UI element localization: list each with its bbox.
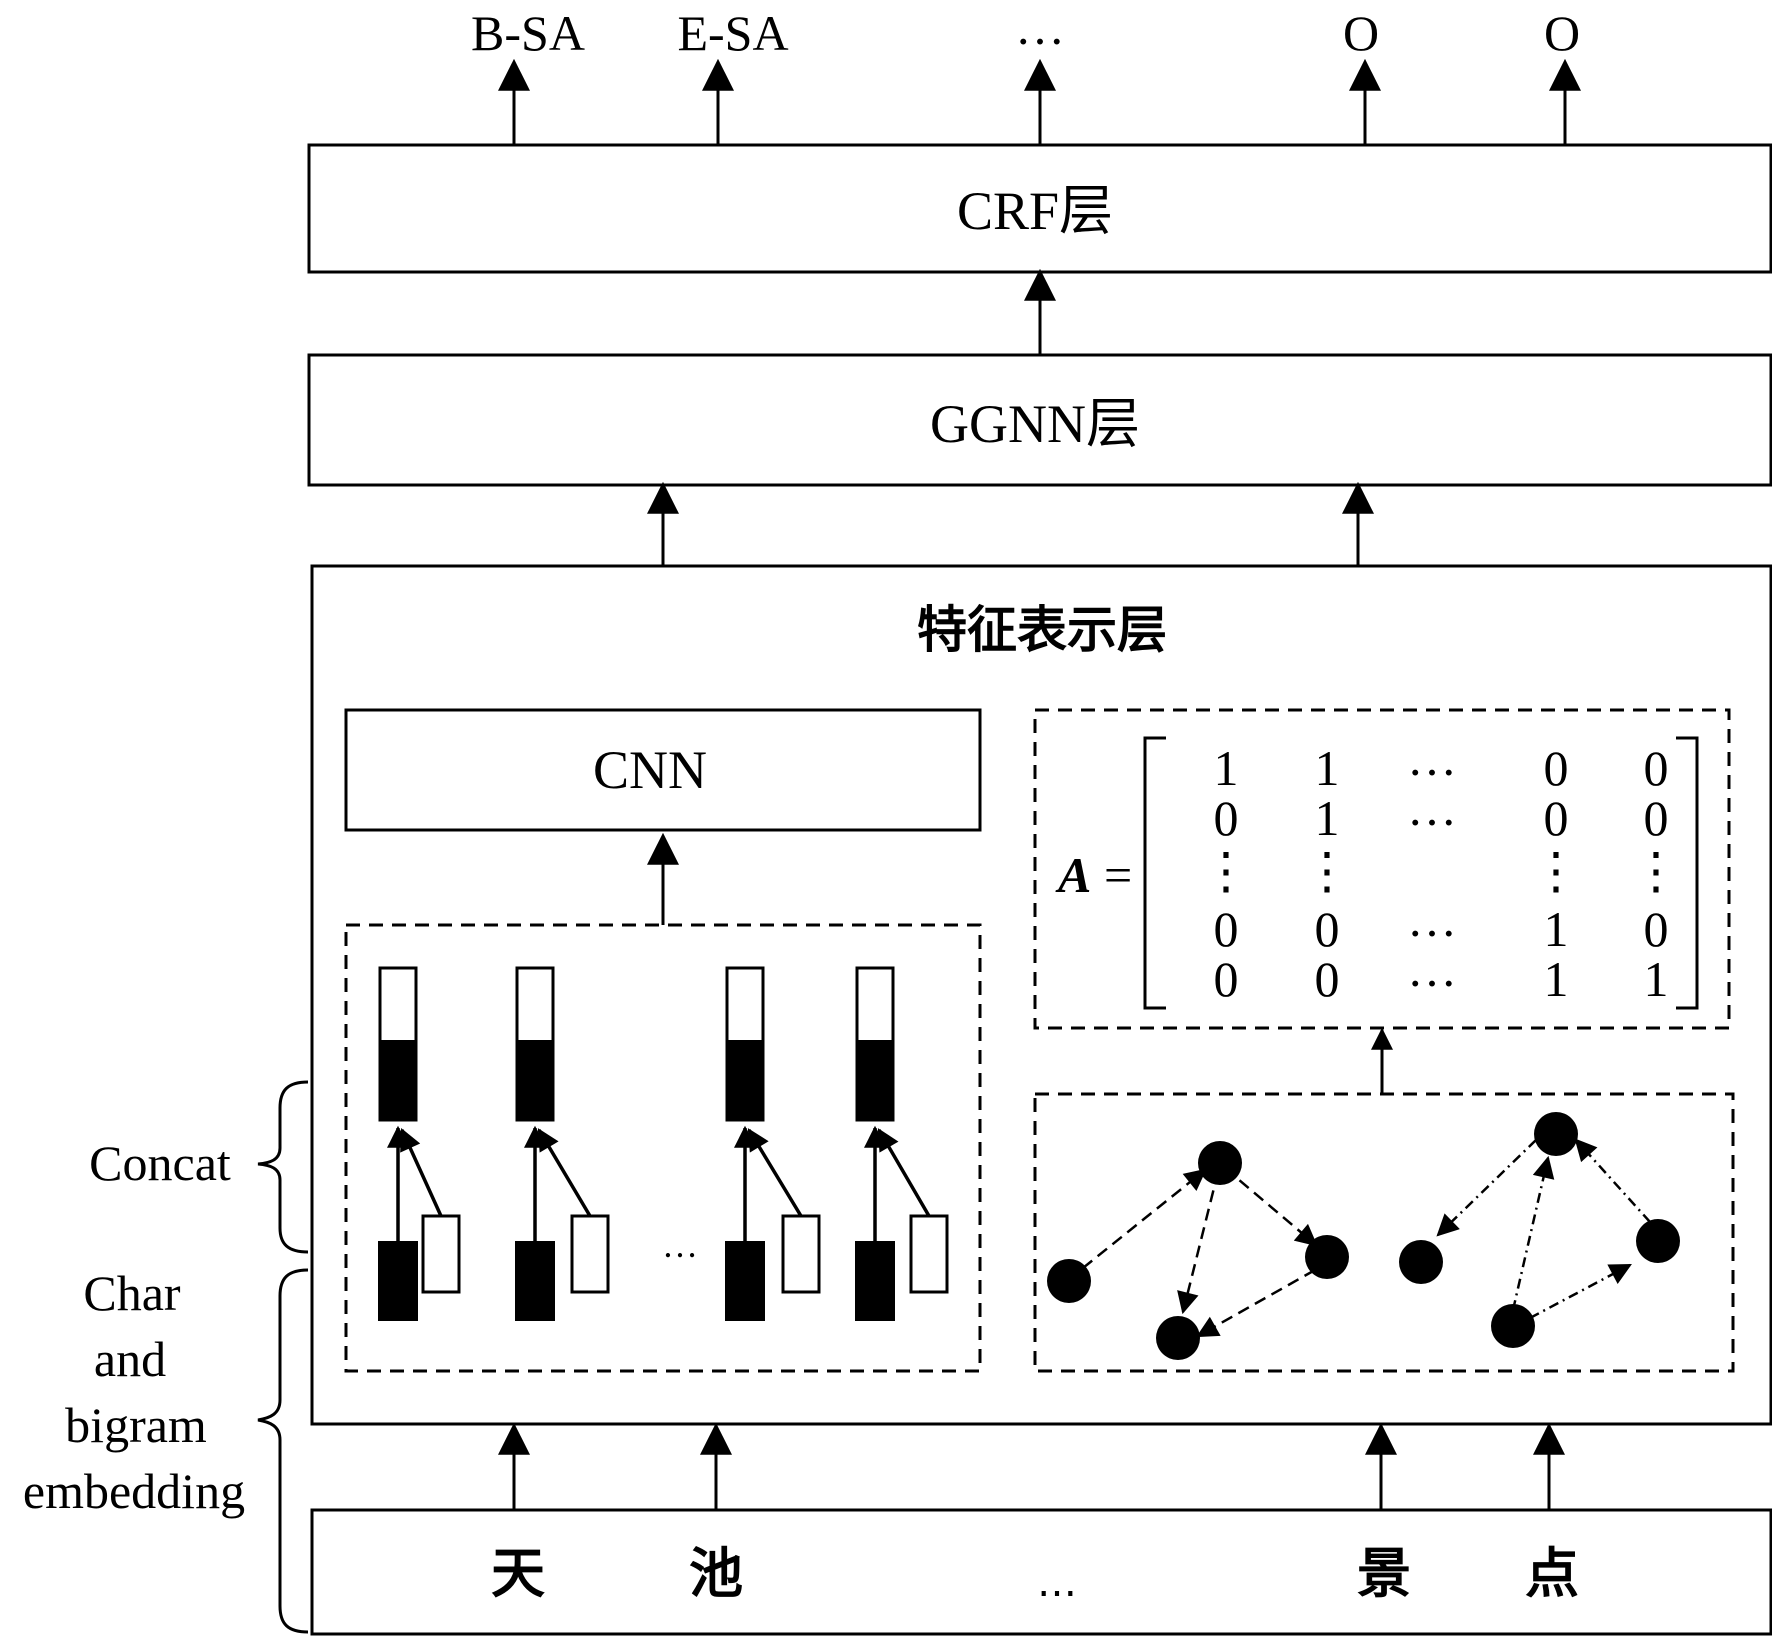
embedding-column bbox=[515, 966, 610, 1321]
matrix-label: A bbox=[1055, 847, 1091, 903]
input-to-feature-arrows bbox=[498, 1422, 1565, 1510]
graph-node bbox=[1047, 1259, 1091, 1303]
input-char: 池 bbox=[689, 1542, 743, 1605]
output-tag: B-SA bbox=[471, 5, 585, 61]
crf-to-tag-arrows bbox=[498, 58, 1581, 145]
graph-node bbox=[1534, 1112, 1578, 1156]
graph-node bbox=[1156, 1316, 1200, 1360]
matrix-cell: … bbox=[1407, 891, 1457, 947]
matrix-cell: 1 bbox=[1315, 740, 1340, 796]
matrix-equals: = bbox=[1104, 847, 1132, 903]
matrix-cell: ⋮ bbox=[1631, 843, 1681, 899]
cnn-label: CNN bbox=[593, 740, 707, 800]
matrix-right-bracket bbox=[1676, 736, 1699, 1010]
output-tags: B-SA E-SA … O O bbox=[471, 0, 1580, 61]
concat-brace bbox=[257, 1080, 309, 1254]
matrix-cell: 0 bbox=[1315, 901, 1340, 957]
matrix-cell: … bbox=[1407, 780, 1457, 836]
graph-dashed-box bbox=[1033, 1092, 1735, 1373]
input-box bbox=[310, 1508, 1772, 1636]
matrix-cell: ⋮ bbox=[1302, 843, 1352, 899]
matrix-cell: 0 bbox=[1644, 740, 1669, 796]
graph-node bbox=[1636, 1219, 1680, 1263]
crf-layer-label: CRF层 bbox=[957, 181, 1113, 241]
output-tag: … bbox=[1015, 0, 1065, 55]
embedding-brace bbox=[257, 1268, 309, 1634]
matrix-cell: 1 bbox=[1644, 951, 1669, 1007]
embedding-label-line: bigram bbox=[65, 1397, 207, 1453]
input-char: … bbox=[1037, 1560, 1077, 1606]
right-graph bbox=[1399, 1112, 1680, 1348]
output-tag: O bbox=[1343, 5, 1379, 61]
embedding-label-line: and bbox=[94, 1331, 166, 1387]
left-graph bbox=[1047, 1141, 1349, 1360]
output-tag: O bbox=[1544, 5, 1580, 61]
ggnn-layer-box bbox=[307, 353, 1772, 487]
matrix-cell: 1 bbox=[1544, 951, 1569, 1007]
matrix-cell: 0 bbox=[1644, 901, 1669, 957]
input-char: 天 bbox=[491, 1542, 545, 1605]
matrix-cell: 0 bbox=[1214, 951, 1239, 1007]
matrix-cell: 0 bbox=[1315, 951, 1340, 1007]
embedding-dashed-box bbox=[344, 923, 982, 1373]
embedding-label-line: Char bbox=[83, 1265, 181, 1321]
embedding-ellipsis: … bbox=[662, 1225, 698, 1265]
graph-node bbox=[1399, 1240, 1443, 1284]
input-char: 点 bbox=[1525, 1542, 1579, 1605]
graph-node bbox=[1198, 1141, 1242, 1185]
graph-node bbox=[1305, 1235, 1349, 1279]
matrix-left-bracket bbox=[1143, 736, 1166, 1010]
embedding-column bbox=[378, 966, 461, 1321]
matrix-cell: 0 bbox=[1214, 790, 1239, 846]
embedding-column bbox=[725, 966, 821, 1321]
graph-node bbox=[1491, 1304, 1535, 1348]
matrix-cell: 0 bbox=[1544, 790, 1569, 846]
ggnn-layer-label: GGNN层 bbox=[930, 394, 1140, 454]
embedding-column bbox=[855, 966, 949, 1321]
embedding-label-line: embedding bbox=[23, 1463, 245, 1519]
matrix-cell: ⋮ bbox=[1201, 843, 1251, 899]
matrix-cell: 1 bbox=[1315, 790, 1340, 846]
matrix-cell: ⋮ bbox=[1531, 843, 1581, 899]
matrix-cell: 1 bbox=[1214, 740, 1239, 796]
crf-layer-box bbox=[307, 143, 1772, 274]
concat-label: Concat bbox=[89, 1135, 231, 1191]
embedding-label: Char and bigram embedding bbox=[23, 1265, 245, 1519]
feature-layer-label: 特征表示层 bbox=[917, 601, 1167, 659]
input-char: 景 bbox=[1357, 1542, 1411, 1605]
matrix-cell: 0 bbox=[1544, 740, 1569, 796]
matrix-cell: 1 bbox=[1544, 901, 1569, 957]
adjacency-matrix: A = 1 1 … 0 0 0 1 … 0 0 ⋮ ⋮ ⋮ ⋮ 0 0 … 1 … bbox=[1055, 730, 1699, 1010]
cnn-box bbox=[344, 708, 982, 832]
feature-to-ggnn-arrows bbox=[647, 481, 1374, 566]
output-tag: E-SA bbox=[677, 5, 788, 61]
matrix-cell: 0 bbox=[1214, 901, 1239, 957]
matrix-cell: 0 bbox=[1644, 790, 1669, 846]
matrix-cell: … bbox=[1407, 730, 1457, 786]
input-chars: 天 池 … 景 点 bbox=[491, 1542, 1579, 1606]
matrix-cell: … bbox=[1407, 941, 1457, 997]
